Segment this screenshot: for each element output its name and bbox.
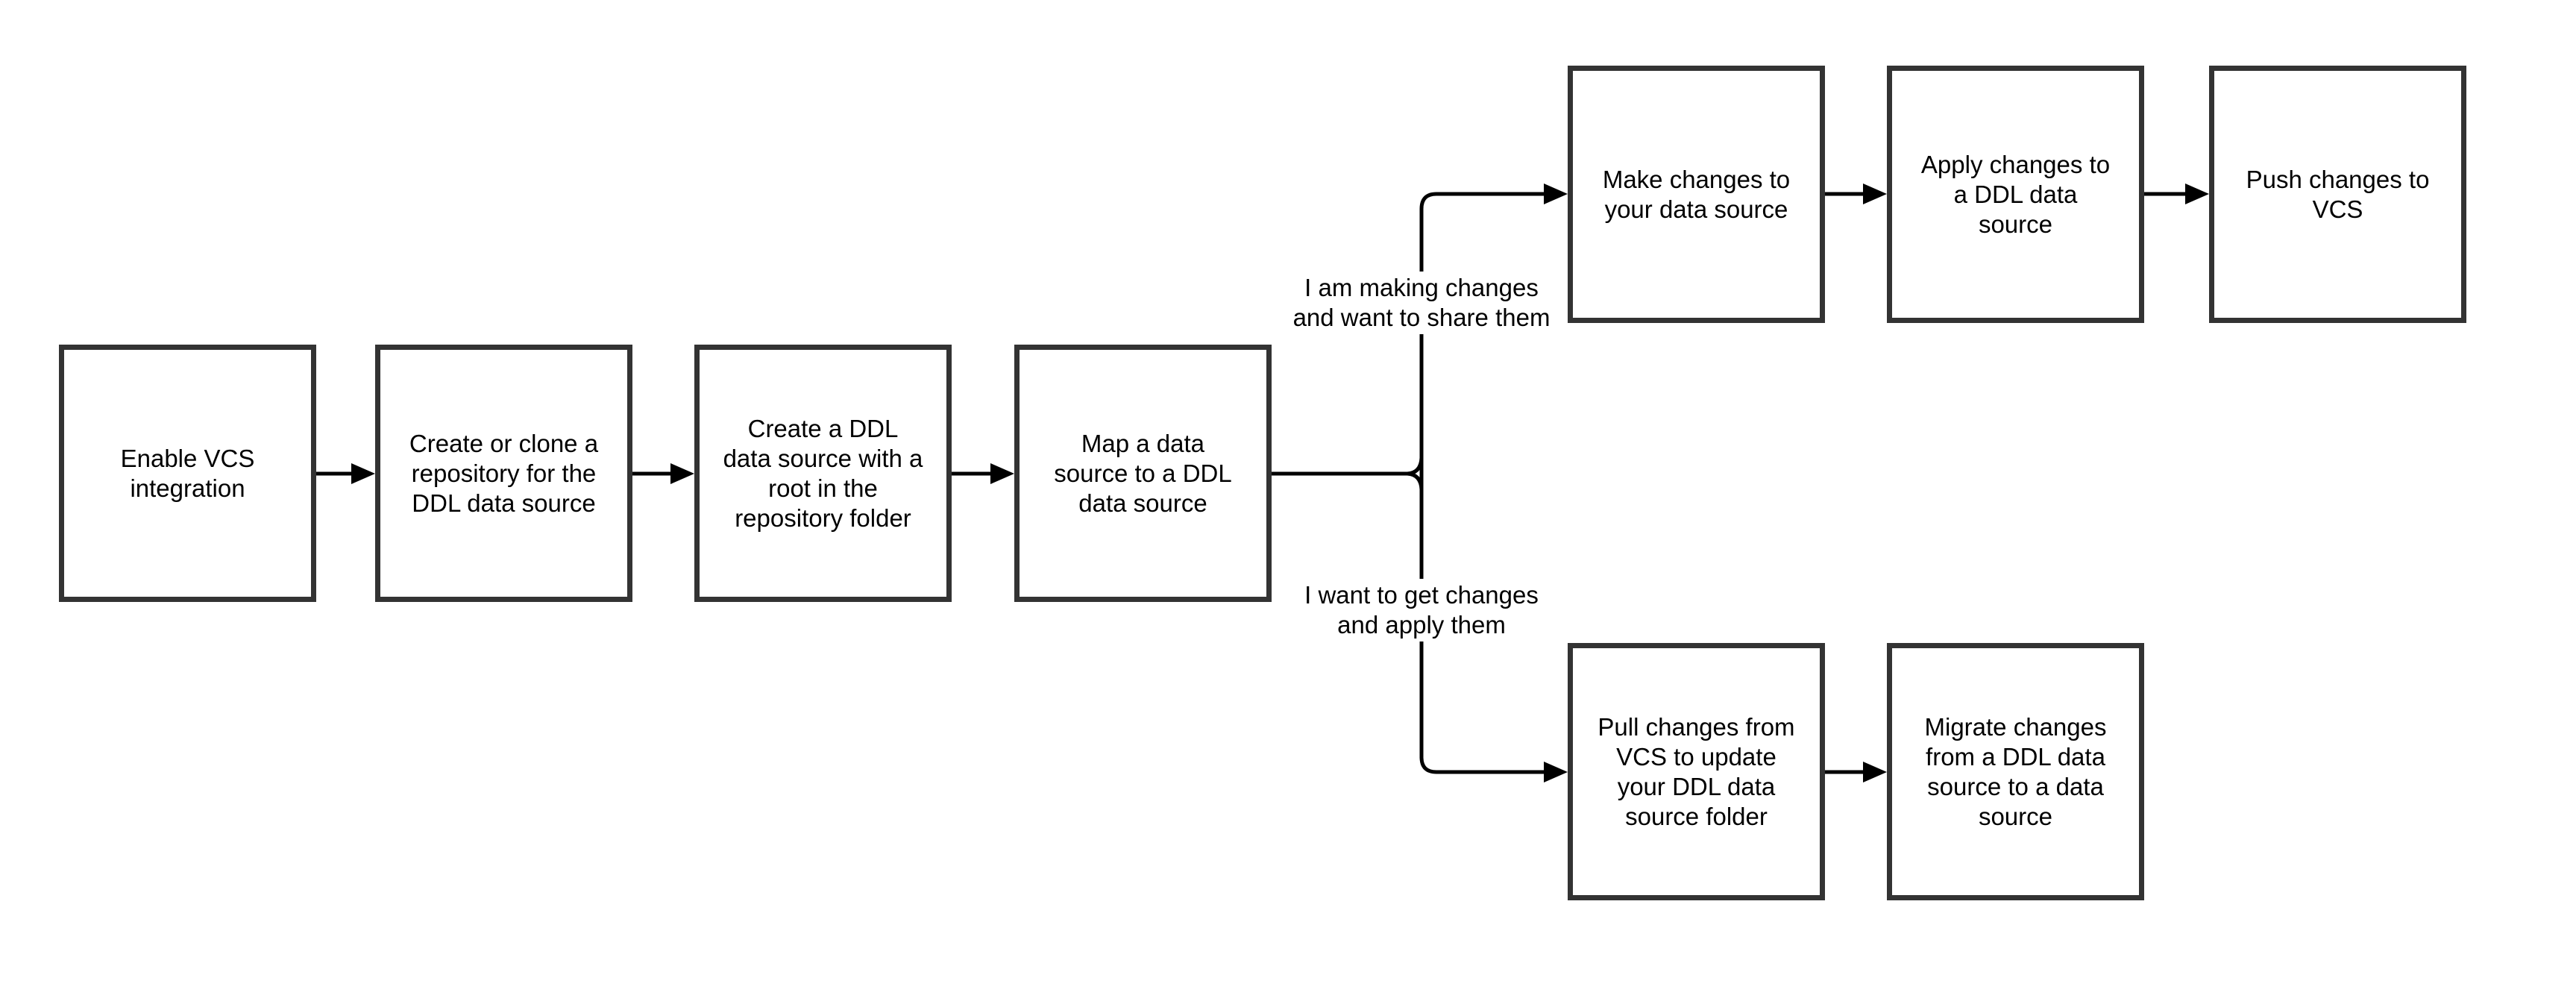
flow-step-label: Push changes to VCS <box>2246 165 2430 223</box>
flow-step-migrate-changes: Migrate changes from a DDL data source t… <box>1887 643 2144 900</box>
flow-step-push-changes: Push changes to VCS <box>2209 66 2466 323</box>
flow-step-label: Make changes to your data source <box>1602 165 1791 223</box>
connector-fork-curl-down <box>1407 471 1424 490</box>
arrowhead-branch-to-pull-changes <box>1544 762 1568 782</box>
branch-label-share-changes: I am making changes and want to share th… <box>1285 272 1558 334</box>
arrowhead-create-to-ddl <box>670 463 694 484</box>
connector-fork-curl-up <box>1407 457 1424 476</box>
flow-step-label: Apply changes to a DDL data source <box>1920 150 2111 238</box>
flow-step-label: Pull changes from VCS to update your DDL… <box>1598 712 1795 830</box>
flow-step-enable-vcs-integration: Enable VCS integration <box>59 345 316 602</box>
flow-step-make-changes: Make changes to your data source <box>1568 66 1825 323</box>
flow-step-label: Create or clone a repository for the DDL… <box>409 429 599 517</box>
flow-step-label: Migrate changes from a DDL data source t… <box>1924 712 2107 830</box>
arrowhead-ddl-to-map <box>990 463 1014 484</box>
arrowhead-make-to-apply <box>1863 183 1887 204</box>
flow-step-label: Create a DDL data source with a root in … <box>723 414 923 532</box>
branch-label-get-changes: I want to get changes and apply them <box>1297 579 1546 641</box>
flow-step-create-ddl-data-source: Create a DDL data source with a root in … <box>694 345 952 602</box>
flow-step-pull-changes: Pull changes from VCS to update your DDL… <box>1568 643 1825 900</box>
flow-step-apply-changes: Apply changes to a DDL data source <box>1887 66 2144 323</box>
arrowhead-enable-to-create <box>351 463 375 484</box>
flow-step-label: Map a data source to a DDL data source <box>1054 429 1232 517</box>
arrowhead-apply-to-push <box>2185 183 2209 204</box>
flow-step-map-data-source: Map a data source to a DDL data source <box>1014 345 1272 602</box>
connector-branch-bracket <box>1419 192 1545 774</box>
flow-step-create-or-clone-repo: Create or clone a repository for the DDL… <box>375 345 632 602</box>
arrowhead-branch-to-make-changes <box>1544 183 1568 204</box>
flow-step-label: Enable VCS integration <box>120 444 255 502</box>
arrowhead-pull-to-migrate <box>1863 762 1887 782</box>
